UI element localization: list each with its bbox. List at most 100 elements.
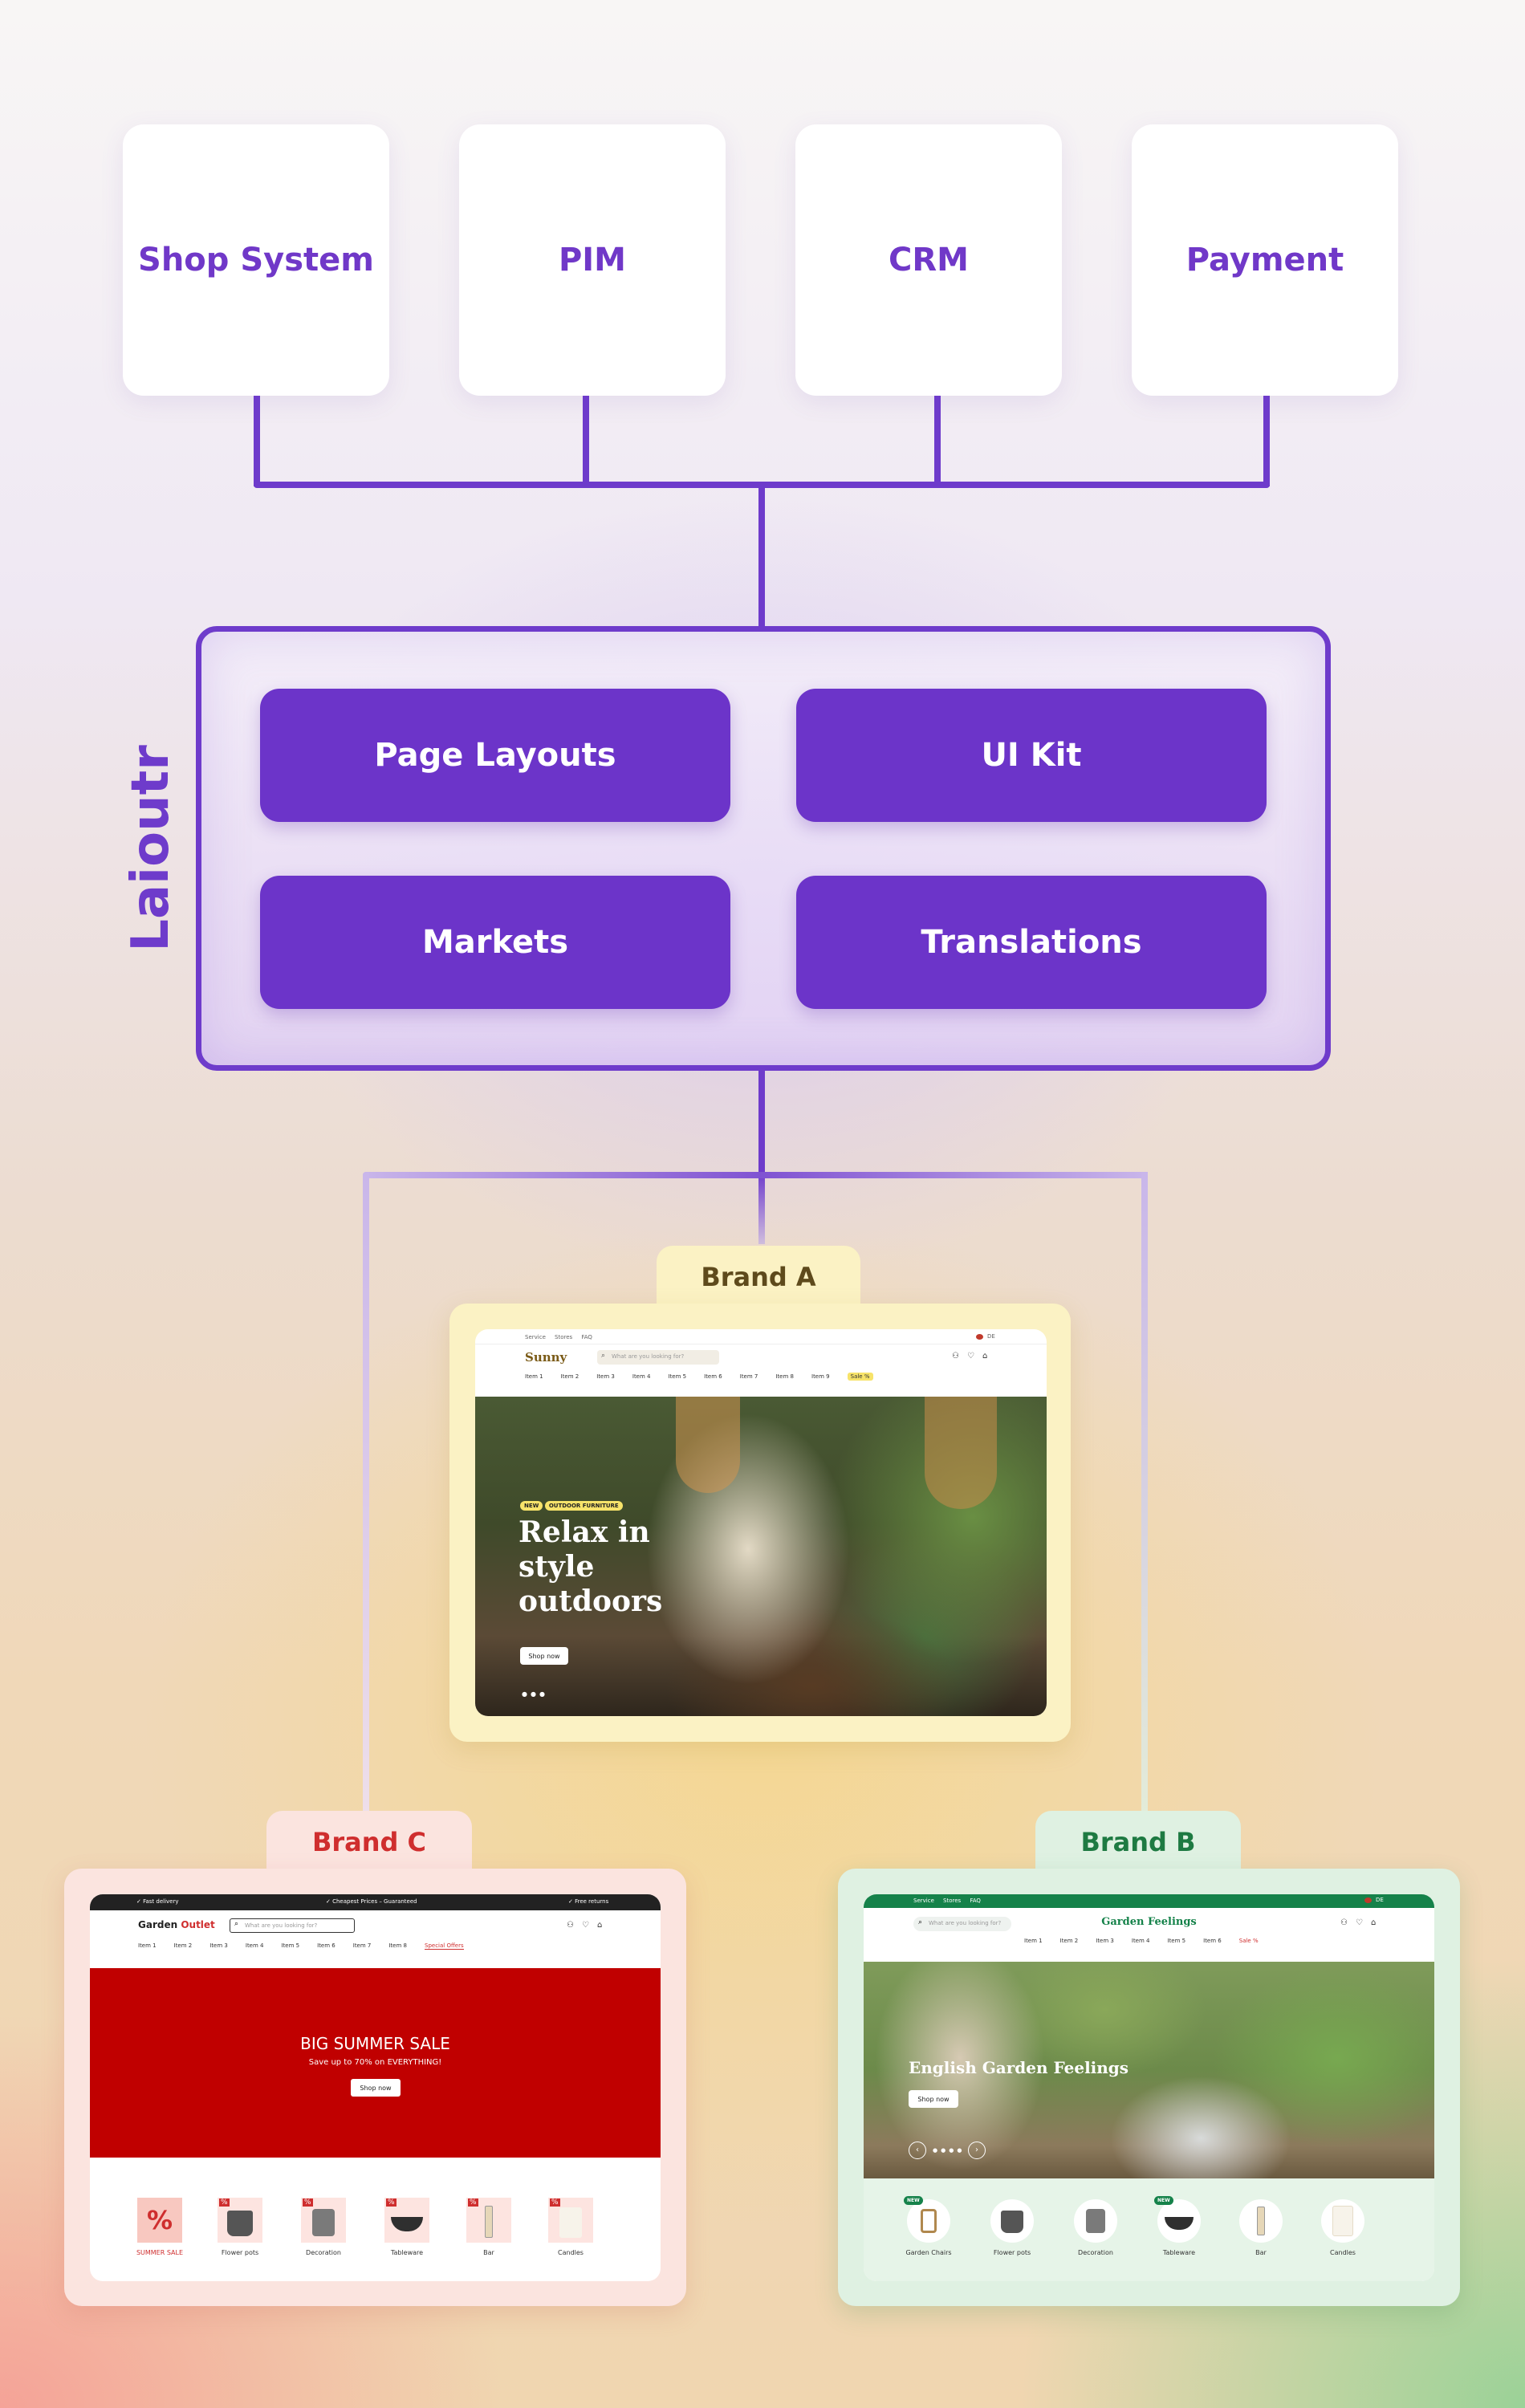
nav-item[interactable]: Item 1 xyxy=(138,1942,157,1949)
chair-icon xyxy=(921,2209,937,2233)
brand-c-shop-now-button[interactable]: Shop now xyxy=(351,2079,401,2097)
nav-item[interactable]: Item 8 xyxy=(388,1942,407,1949)
search-icon: ⌕ xyxy=(234,1920,239,1928)
brand-a-header-icons: ⚇♡⌂ xyxy=(952,1352,995,1361)
brand-c-topbar: ✓ Fast delivery ✓ Cheapest Prices – Guar… xyxy=(90,1894,661,1910)
nav-item[interactable]: Item 4 xyxy=(245,1942,264,1949)
carousel-dots[interactable]: ●●●● xyxy=(933,2147,966,2154)
brand-a-logo[interactable]: Sunny xyxy=(525,1350,567,1365)
nav-item[interactable]: Item 3 xyxy=(209,1942,228,1949)
nav-item-sale[interactable]: Sale % xyxy=(1238,1938,1259,1944)
category-flower-pots[interactable]: % Flower pots xyxy=(210,2198,270,2256)
candle-icon xyxy=(559,2207,582,2238)
nav-item[interactable]: Item 3 xyxy=(596,1373,615,1380)
lantern-icon xyxy=(1086,2209,1105,2233)
nav-item[interactable]: Item 2 xyxy=(173,1942,193,1949)
nav-item[interactable]: Item 3 xyxy=(1096,1938,1114,1944)
category-bar[interactable]: % Bar xyxy=(459,2198,518,2256)
brand-a-shop-now-button[interactable]: Shop now xyxy=(520,1647,568,1665)
carousel-dots[interactable]: ●●● xyxy=(522,1690,548,1698)
ui-kit-label: UI Kit xyxy=(981,737,1082,774)
brand-a-tab: Brand A xyxy=(657,1246,860,1308)
translations-label: Translations xyxy=(921,924,1142,961)
brand-c-headline: BIG SUMMER SALE xyxy=(300,2034,450,2053)
bag-icon[interactable]: ⌂ xyxy=(1370,1918,1385,1927)
nav-item[interactable]: Item 6 xyxy=(704,1373,722,1380)
user-icon[interactable]: ⚇ xyxy=(1340,1918,1356,1927)
nav-item[interactable]: Item 4 xyxy=(632,1373,651,1380)
bottle-icon xyxy=(1257,2207,1265,2235)
category-decoration[interactable]: % Decoration xyxy=(294,2198,353,2256)
brand-c-hero-banner: BIG SUMMER SALE Save up to 70% on EVERYT… xyxy=(90,1968,661,2158)
brand-b-logo[interactable]: Garden Feelings xyxy=(1101,1916,1197,1928)
brand-a-lang[interactable]: DE xyxy=(987,1333,995,1340)
nav-item[interactable]: Item 7 xyxy=(739,1373,758,1380)
bowl-icon xyxy=(391,2217,423,2231)
category-summer-sale[interactable]: % SUMMER SALE xyxy=(130,2198,189,2256)
nav-item-special-offers[interactable]: Special Offers xyxy=(425,1942,464,1950)
nav-item[interactable]: Item 2 xyxy=(560,1373,580,1380)
category-candles[interactable]: % Candles xyxy=(541,2198,600,2256)
brand-b-headline: English Garden Feelings xyxy=(909,2058,1129,2077)
nav-item[interactable]: Item 6 xyxy=(1203,1938,1222,1944)
category-tableware[interactable]: NEW Tableware xyxy=(1151,2196,1207,2256)
search-icon: ⌕ xyxy=(918,1918,923,1926)
nav-item[interactable]: Item 1 xyxy=(1024,1938,1043,1944)
payment-label: Payment xyxy=(1185,242,1344,279)
category-bar[interactable]: Bar xyxy=(1233,2199,1289,2256)
brand-c-header-icons: ⚇♡⌂ xyxy=(567,1921,610,1930)
nav-item[interactable]: Item 5 xyxy=(1167,1938,1186,1944)
brand-a-topbar: Service Stores FAQ xyxy=(525,1334,592,1340)
brand-b-lang[interactable]: DE xyxy=(1376,1897,1384,1903)
brand-a-nav: Item 1 Item 2 Item 3 Item 4 Item 5 Item 6 Item… xyxy=(525,1373,891,1381)
nav-item[interactable]: Item 7 xyxy=(352,1942,372,1949)
flag-icon[interactable] xyxy=(976,1334,983,1340)
bag-icon[interactable]: ⌂ xyxy=(596,1921,611,1930)
brand-b-shop-now-button[interactable]: Shop now xyxy=(909,2090,958,2108)
category-flower-pots[interactable]: Flower pots xyxy=(984,2199,1040,2256)
brand-c-logo[interactable]: Garden Outlet xyxy=(138,1919,215,1930)
nav-item[interactable]: Item 6 xyxy=(317,1942,336,1949)
flag-icon[interactable] xyxy=(1364,1898,1372,1903)
nav-item[interactable]: Item 2 xyxy=(1059,1938,1079,1944)
nav-item[interactable]: Item 5 xyxy=(668,1373,687,1380)
payment-box: Payment xyxy=(1132,124,1398,396)
category-garden-chairs[interactable]: NEW Garden Chairs xyxy=(901,2196,957,2256)
brand-b-screen: Service Stores FAQ DE ⌕ What are you loo… xyxy=(864,1894,1434,2281)
brand-c-tab: Brand C xyxy=(266,1811,472,1873)
arrow-left-icon[interactable]: ‹ xyxy=(909,2142,926,2159)
category-candles[interactable]: Candles xyxy=(1315,2199,1371,2256)
arrow-right-icon[interactable]: › xyxy=(968,2142,986,2159)
nav-item-sale[interactable]: Sale % xyxy=(847,1373,873,1381)
nav-item[interactable]: Item 9 xyxy=(811,1373,830,1380)
brand-c-screen: ✓ Fast delivery ✓ Cheapest Prices – Guar… xyxy=(90,1894,661,2281)
heart-icon[interactable]: ♡ xyxy=(1355,1918,1371,1927)
brand-b-search-input[interactable]: ⌕ What are you looking for? xyxy=(913,1917,1011,1931)
crm-box: CRM xyxy=(795,124,1062,396)
percent-icon: % xyxy=(137,2198,182,2243)
pim-box: PIM xyxy=(459,124,726,396)
user-icon[interactable]: ⚇ xyxy=(567,1921,582,1930)
flower-pot-icon xyxy=(227,2211,253,2236)
nav-item[interactable]: Item 4 xyxy=(1131,1938,1150,1944)
category-tableware[interactable]: % Tableware xyxy=(377,2198,437,2256)
heart-icon[interactable]: ♡ xyxy=(966,1352,982,1361)
nav-item[interactable]: Item 8 xyxy=(775,1373,794,1380)
page-layouts-label: Page Layouts xyxy=(374,737,616,774)
category-decoration[interactable]: Decoration xyxy=(1068,2199,1124,2256)
brand-b-header-icons: ⚇♡⌂ xyxy=(1340,1918,1384,1927)
nav-item[interactable]: Item 5 xyxy=(281,1942,300,1949)
brand-b-nav: Item 1 Item 2 Item 3 Item 4 Item 5 Item 6 Sale… xyxy=(1024,1938,1276,1944)
lantern-icon xyxy=(312,2209,335,2236)
brand-c-nav: Item 1 Item 2 Item 3 Item 4 Item 5 Item 6 Item… xyxy=(138,1942,482,1950)
search-icon: ⌕ xyxy=(601,1352,606,1360)
ui-kit-module: UI Kit xyxy=(796,689,1267,822)
brand-a-headline: Relax in style outdoors xyxy=(518,1515,663,1618)
bag-icon[interactable]: ⌂ xyxy=(982,1352,996,1361)
lamp-shape xyxy=(925,1397,997,1509)
brand-a-search-input[interactable]: ⌕ What are you looking for? xyxy=(597,1350,719,1365)
nav-item[interactable]: Item 1 xyxy=(525,1373,543,1380)
user-icon[interactable]: ⚇ xyxy=(952,1352,967,1361)
heart-icon[interactable]: ♡ xyxy=(581,1921,597,1930)
brand-c-search-input[interactable]: ⌕ What are you looking for? xyxy=(230,1918,355,1933)
